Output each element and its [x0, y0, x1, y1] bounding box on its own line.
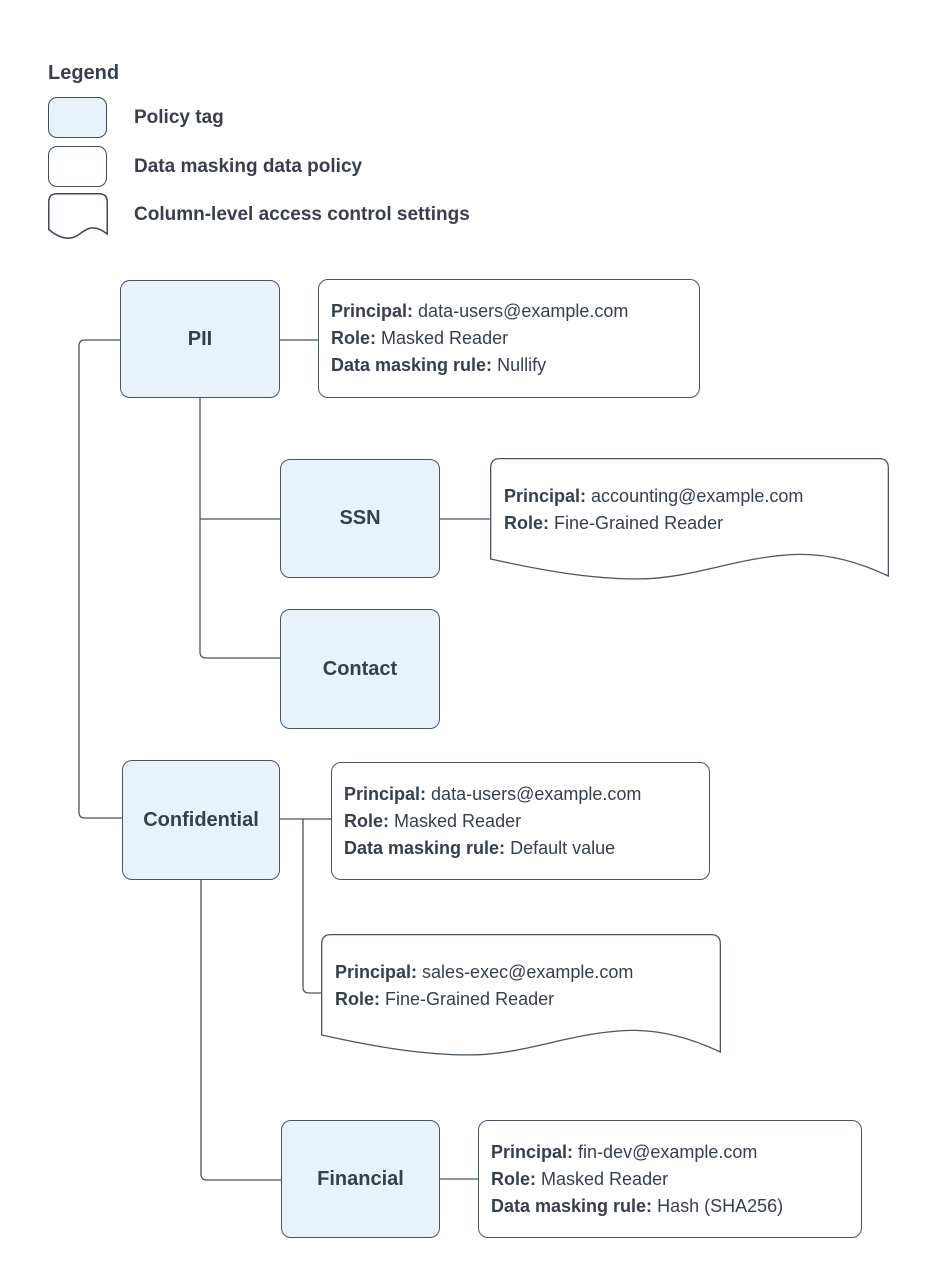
field-label: Role: [331, 328, 376, 348]
policy-tag-financial: Financial [281, 1120, 440, 1238]
data-policy-financial-masking: Principal: fin-dev@example.com Role: Mas… [478, 1120, 862, 1238]
field-value: Fine-Grained Reader [554, 513, 724, 533]
field-label: Principal: [504, 486, 587, 506]
policy-tag-contact-label: Contact [322, 657, 398, 680]
legend-label-data-policy: Data masking data policy [134, 156, 363, 177]
policy-tag-confidential: Confidential [122, 760, 280, 880]
access-control-swatch [48, 193, 108, 241]
field-label: Principal: [335, 962, 418, 982]
field-value: Masked Reader [541, 1168, 669, 1189]
policy-tag-ssn: SSN [280, 459, 440, 578]
data-policy-confidential-masking: Principal: data-users@example.com Role: … [331, 762, 710, 880]
field-value: Hash (SHA256) [657, 1195, 784, 1216]
policy-tag-pii-label: PII [187, 327, 213, 350]
field-label: Data masking rule: [344, 837, 506, 858]
field-value: Fine-Grained Reader [385, 989, 555, 1009]
field-label: Principal: [344, 783, 427, 804]
data-policy-swatch [48, 146, 107, 187]
policy-tag-pii: PII [120, 280, 280, 398]
field-label: Data masking rule: [331, 355, 493, 375]
field-label: Role: [504, 513, 549, 533]
field-label: Data masking rule: [491, 1195, 653, 1216]
field-value: Nullify [497, 355, 547, 375]
field-label: Principal: [491, 1141, 574, 1162]
data-policy-pii-masking: Principal: data-users@example.com Role: … [318, 279, 700, 398]
field-value: sales-exec@example.com [422, 962, 634, 982]
field-value: Masked Reader [381, 328, 509, 348]
legend-label-policy-tag: Policy tag [134, 107, 224, 128]
field-value: accounting@example.com [591, 486, 804, 506]
field-value: Default value [510, 837, 616, 858]
access-control-ssn: Principal: accounting@example.com Role: … [490, 458, 889, 580]
field-label: Principal: [331, 301, 414, 321]
policy-tag-ssn-label: SSN [339, 507, 381, 529]
access-control-confidential: Principal: sales-exec@example.com Role: … [321, 934, 721, 1056]
field-label: Role: [344, 810, 389, 831]
policy-tag-financial-label: Financial [317, 1167, 404, 1190]
policy-tag-confidential-label: Confidential [143, 808, 259, 831]
field-value: fin-dev@example.com [578, 1141, 758, 1162]
legend-title: Legend [48, 62, 120, 84]
field-label: Role: [491, 1168, 536, 1189]
legend-label-access-control: Column-level access control settings [134, 204, 470, 225]
policy-tag-swatch [48, 97, 107, 138]
field-value: data-users@example.com [418, 301, 629, 321]
field-value: data-users@example.com [431, 783, 642, 804]
policy-tag-contact: Contact [280, 609, 440, 729]
field-label: Role: [335, 989, 380, 1009]
field-value: Masked Reader [394, 810, 522, 831]
